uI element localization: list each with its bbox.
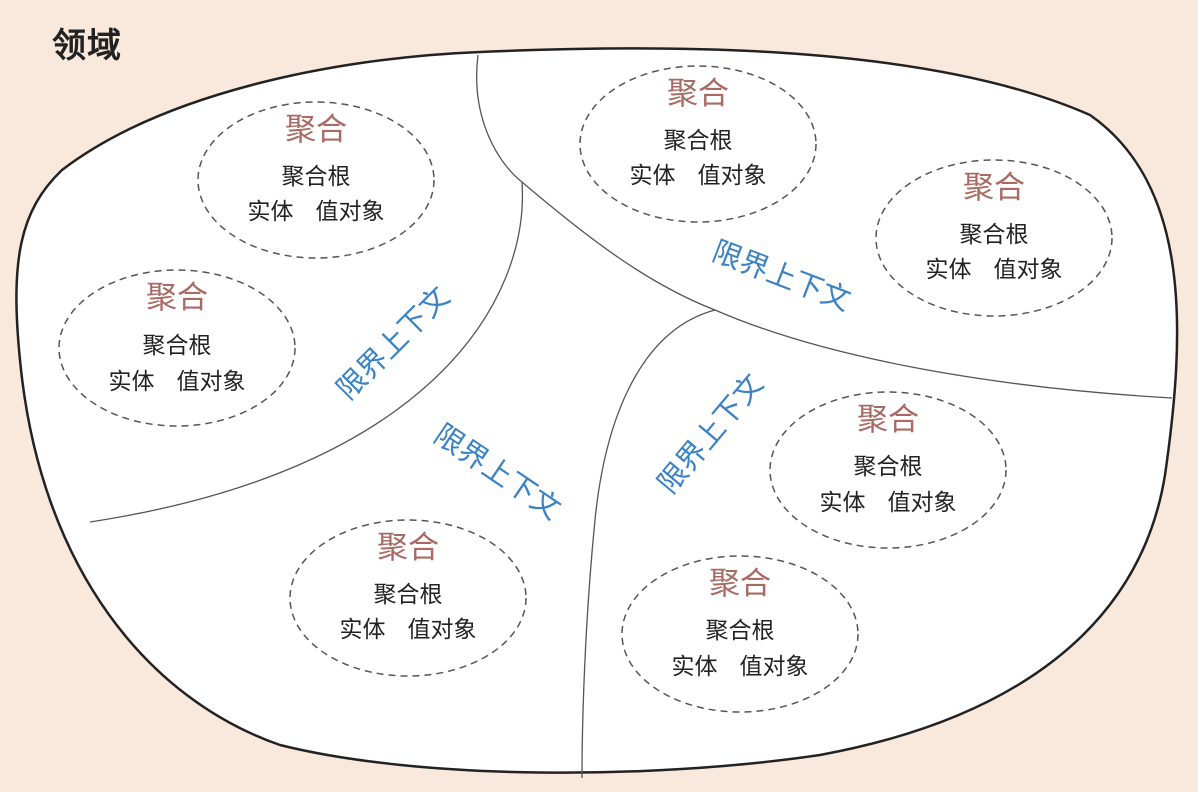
- aggregate: 聚合 聚合根 实体 值对象: [58, 269, 296, 427]
- aggregate-root: 聚合根: [282, 164, 351, 190]
- domain-boundary: [15, 47, 1179, 774]
- aggregate-boundary: [58, 269, 296, 427]
- aggregate-title: 聚合: [377, 530, 439, 566]
- aggregate-members: 实体 值对象: [926, 257, 1063, 283]
- aggregate-members: 实体 值对象: [248, 199, 385, 225]
- aggregate-boundary: [875, 159, 1113, 317]
- aggregate-boundary: [289, 519, 527, 677]
- aggregate-root: 聚合根: [664, 128, 733, 154]
- aggregate-boundary: [769, 391, 1007, 549]
- aggregate-title: 聚合: [285, 112, 347, 148]
- aggregate: 聚合 聚合根 实体 值对象: [289, 519, 527, 677]
- aggregate-title: 聚合: [963, 170, 1025, 206]
- aggregate-root: 聚合根: [706, 618, 775, 644]
- aggregate-boundary: [197, 101, 435, 259]
- aggregate-root: 聚合根: [854, 454, 923, 480]
- context-divider-2: [521, 181, 1173, 399]
- aggregate: 聚合 聚合根 实体 值对象: [621, 555, 859, 713]
- aggregate: 聚合 聚合根 实体 值对象: [579, 65, 817, 223]
- aggregate-root: 聚合根: [960, 222, 1029, 248]
- aggregate-members: 实体 值对象: [820, 490, 957, 516]
- aggregate-root: 聚合根: [374, 582, 443, 608]
- aggregate-title: 聚合: [667, 76, 729, 112]
- aggregate-root: 聚合根: [143, 333, 212, 359]
- aggregate: 聚合 聚合根 实体 值对象: [875, 159, 1113, 317]
- aggregate-title: 聚合: [857, 402, 919, 438]
- aggregate-members: 实体 值对象: [630, 163, 767, 189]
- aggregate: 聚合 聚合根 实体 值对象: [197, 101, 435, 259]
- aggregate: 聚合 聚合根 实体 值对象: [769, 391, 1007, 549]
- context-divider-1: [89, 54, 524, 523]
- aggregate-title: 聚合: [709, 566, 771, 602]
- aggregate-title: 聚合: [146, 280, 208, 316]
- aggregate-members: 实体 值对象: [340, 617, 477, 643]
- context-divider-3: [581, 309, 716, 779]
- domain-title: 领域: [52, 26, 122, 66]
- aggregate-boundary: [579, 65, 817, 223]
- aggregate-boundary: [621, 555, 859, 713]
- aggregate-members: 实体 值对象: [672, 654, 809, 680]
- aggregate-members: 实体 值对象: [109, 369, 246, 395]
